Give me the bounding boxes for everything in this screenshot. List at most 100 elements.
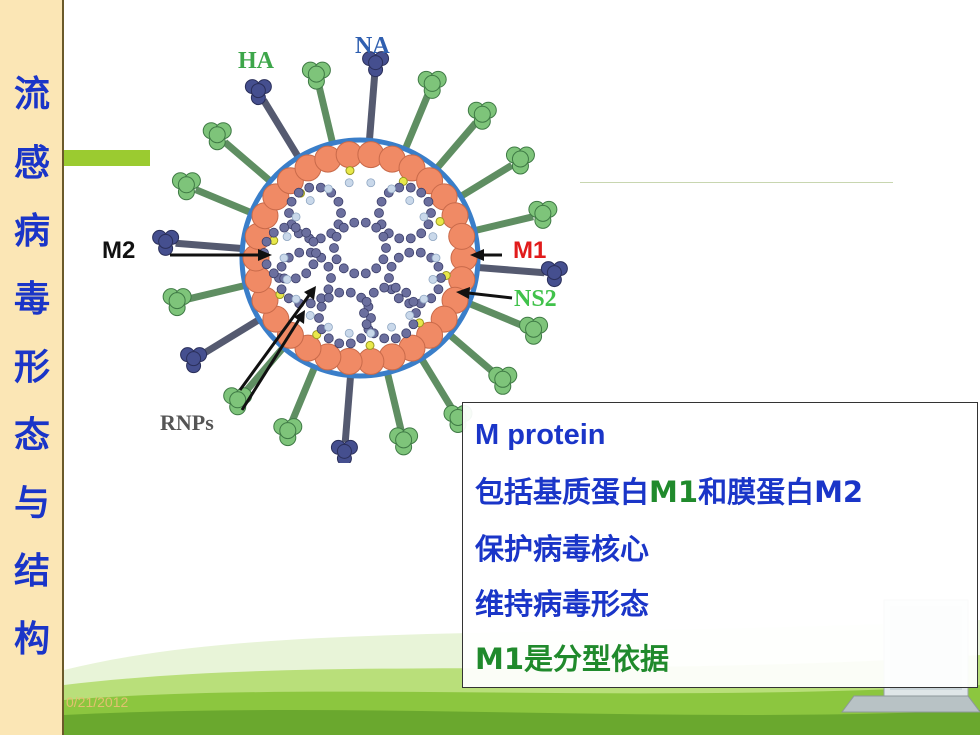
rnp-bead [361, 319, 372, 330]
m1-bead [279, 253, 289, 263]
ha-spike-stalk [315, 84, 336, 143]
rnp-bead [308, 236, 319, 247]
rnp-bead [360, 217, 371, 228]
rnp-bead [294, 247, 305, 258]
m1-bead [324, 322, 333, 332]
rnp-bead [261, 259, 272, 270]
rnp-bead [326, 273, 336, 283]
ha-spike-head [202, 122, 232, 151]
m1-bead [344, 178, 354, 188]
rnp-bead [290, 273, 301, 284]
sidebar-title-char: 形 [13, 347, 50, 388]
m1-bead [291, 294, 301, 304]
rnp-bead [423, 196, 434, 207]
ha-spike-head [467, 101, 497, 130]
rnp-bead [331, 231, 342, 242]
rnp-bead [423, 219, 434, 230]
na-spike-stalk [200, 317, 260, 358]
ha-spike-stalk [448, 333, 498, 377]
rnps-label: RNPs [160, 410, 214, 435]
rnp-bead [334, 338, 345, 349]
rnp-bead [276, 261, 287, 272]
ns2-arrow [467, 291, 513, 300]
rnp-bead [394, 233, 405, 244]
rnp-bead [308, 259, 319, 270]
m1-bead [344, 328, 354, 338]
m2-channel [435, 216, 445, 226]
ha-spike-head [301, 61, 331, 90]
rnp-bead [279, 222, 290, 233]
m1-bead [291, 212, 301, 222]
ha-spike-head [519, 316, 549, 345]
lipid-layer [242, 141, 478, 375]
rnp-bead [384, 273, 394, 283]
rnp-bead [376, 196, 387, 207]
ha-spike-head [389, 427, 419, 456]
ha-spike-stalk [194, 186, 251, 216]
rnp-bead [323, 284, 334, 295]
na-spike-stalk [175, 239, 241, 252]
surface-spikes [152, 51, 568, 466]
rnp-bead [381, 243, 391, 253]
slide-date: 0/21/2012 [66, 694, 129, 710]
na-spike-stalk [479, 264, 545, 277]
ha-spike-stalk [469, 300, 526, 330]
rnp-bead [404, 247, 415, 258]
rnp-bead [301, 268, 312, 279]
ha-spike-head [273, 418, 303, 447]
m1-bead [428, 232, 438, 241]
rnp-bead [301, 227, 312, 238]
rnp-bead [390, 282, 401, 293]
rnps-arrow-1-head [304, 286, 316, 300]
rnp-bead [315, 182, 326, 193]
sidebar-title-char: 构 [13, 619, 50, 660]
sidebar-title: 流 感 病 毒 形 态 与 结 构 [0, 0, 64, 735]
na-spike-stalk [260, 98, 301, 158]
rnp-complex [259, 178, 446, 349]
info-line-typing: M1是分型依据 [475, 642, 670, 676]
rnps-arrow-1 [238, 293, 312, 391]
rnps-arrow-2 [240, 317, 302, 411]
rnp-bead [345, 338, 356, 349]
rnp-bead [436, 273, 446, 283]
rnp-bead [371, 263, 382, 274]
rnp-bead [378, 231, 389, 242]
ha-spike-head [505, 146, 535, 175]
na-spike-stalk [366, 73, 379, 139]
rnp-bead [374, 208, 384, 218]
m2-channel [365, 340, 375, 350]
ha-spike-head [528, 200, 558, 229]
rnp-bead [304, 182, 315, 193]
m1-bead [366, 178, 376, 188]
rnp-bead [338, 263, 349, 274]
rnp-bead [311, 248, 321, 258]
ha-spike-stalk [186, 282, 245, 303]
rnp-bead [379, 333, 390, 344]
rnp-bead [368, 287, 379, 298]
rnp-bead [338, 222, 349, 233]
info-heading: M protein [475, 419, 606, 451]
rnp-bead [323, 292, 334, 303]
m1-bead [282, 275, 292, 284]
na-spike-head [362, 51, 390, 78]
ha-spike-stalk [475, 213, 534, 234]
ha-spike-head [162, 288, 192, 317]
sidebar-title-char: 结 [13, 551, 50, 592]
m2-label: M2 [102, 237, 136, 264]
rnp-bead [349, 217, 360, 228]
rnp-bead [360, 268, 371, 279]
rnp-bead [426, 208, 436, 218]
ha-label: HA [238, 48, 275, 74]
rnp-bead [323, 333, 334, 344]
sidebar-title-char: 病 [13, 211, 50, 252]
m1-bead [366, 328, 376, 338]
info-text: 和膜蛋白 [698, 475, 815, 509]
rnp-bead [401, 287, 412, 298]
na-spike-head [180, 347, 208, 374]
m1-term: M1 [649, 475, 699, 509]
rnp-bead [393, 252, 404, 263]
m1-bead [419, 294, 429, 304]
rnp-bead [286, 196, 297, 207]
rnp-bead [378, 254, 389, 265]
rnp-bead [331, 254, 342, 265]
